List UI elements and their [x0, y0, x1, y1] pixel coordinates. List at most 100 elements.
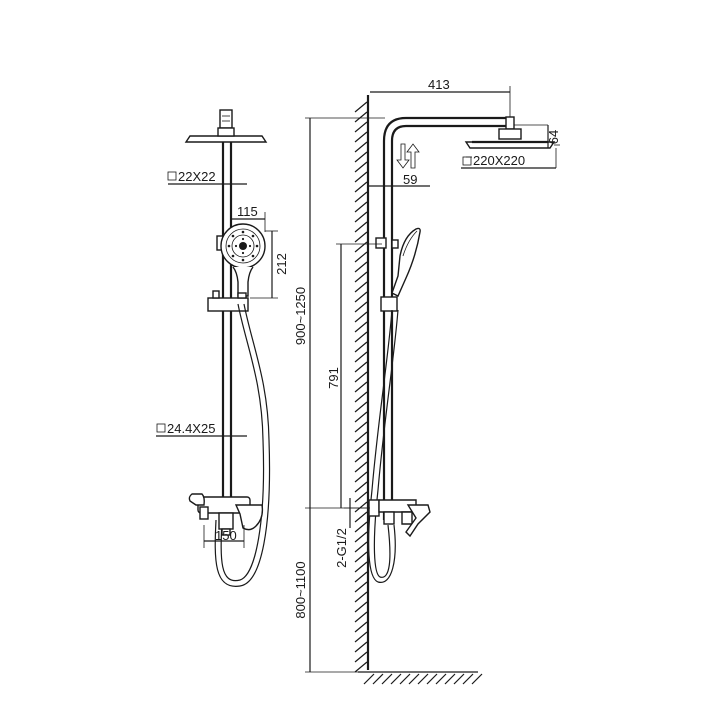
wall-hatch-line: [354, 291, 368, 303]
floor-hatch-line: [435, 673, 447, 685]
rail-section-label: 22X22: [167, 169, 247, 185]
wall-hatch-line: [354, 131, 368, 143]
head-thickness-dim: 64: [546, 130, 561, 144]
wall-hatch-line: [354, 581, 368, 593]
wall-hatch-line: [354, 521, 368, 533]
wall-hatch-line: [354, 661, 368, 673]
wall-hatch-line: [354, 561, 368, 573]
wall-hatch-line: [354, 511, 368, 523]
rain-shower-head-side: [464, 128, 556, 149]
wall-hatch-line: [354, 571, 368, 583]
total-height-dimension: 900~1250: [293, 117, 385, 509]
wall-hatch-line: [354, 451, 368, 463]
wall-hatch-line: [354, 401, 368, 413]
wall-hatch-line: [354, 371, 368, 383]
floor-hatch-line: [462, 673, 474, 685]
floor-hatch-line: [417, 673, 429, 685]
wall-hatch-line: [354, 461, 368, 473]
wall-hatch-line: [354, 431, 368, 443]
hand-shower-front: [216, 223, 266, 297]
mixer-front: [188, 493, 264, 536]
wall-hatch-line: [354, 531, 368, 543]
head-size-dim: 220X220: [473, 153, 525, 168]
hose-front: [214, 303, 271, 587]
wall-hatch-line: [354, 321, 368, 333]
mixer-side: [368, 499, 431, 538]
wall-hatch-line: [354, 261, 368, 273]
hand-shower-height-dim: 212: [274, 253, 289, 275]
wall-hatch-line: [354, 231, 368, 243]
hand-shower-width-dimension: 115: [230, 204, 266, 232]
riser-section-dim: 24.4X25: [167, 421, 215, 436]
wall-hatch-line: [354, 411, 368, 423]
front-view: 22X22 115: [156, 109, 289, 587]
wall-hatch-line: [354, 331, 368, 343]
slide-holder-front: [207, 290, 249, 312]
arm-length-dim: 413: [428, 77, 450, 92]
side-view: 413 64 220X220: [293, 77, 561, 685]
slide-holder-side: [380, 296, 398, 312]
hand-shower-height-dimension: 212: [250, 230, 289, 299]
riser-section-label: 24.4X25: [156, 421, 247, 437]
wall-hatch-line: [354, 351, 368, 363]
floor-to-mixer-dim: 800~1100: [293, 561, 308, 618]
floor-hatch-line: [453, 673, 465, 685]
wall-hatch-line: [354, 361, 368, 373]
wall-hatch-line: [354, 381, 368, 393]
wall-hatch-line: [354, 621, 368, 633]
wall-hatch-line: [354, 171, 368, 183]
floor-hatch-line: [399, 673, 411, 685]
head-size-label: 220X220: [461, 148, 557, 169]
slide-offset-dim: 59: [403, 172, 417, 187]
floor-hatch-line: [444, 673, 456, 685]
wall-hatch-line: [354, 421, 368, 433]
floor-hatch-line: [426, 673, 438, 685]
wall-hatch-line: [354, 211, 368, 223]
slide-offset-dimension: 59: [368, 172, 430, 192]
floor-to-mixer-dimension: 800~1100: [293, 508, 360, 673]
wall-hatch-line: [354, 501, 368, 513]
total-height-dim: 900~1250: [293, 287, 308, 345]
wall-hatch-line: [354, 341, 368, 353]
wall-hatch-line: [354, 111, 368, 123]
floor-hatch-line: [363, 673, 375, 685]
wall-hatch-line: [354, 271, 368, 283]
floor-hatch-line: [471, 673, 483, 685]
wall-hatch-line: [354, 631, 368, 643]
inlet-thread-dimension: 2-G1/2: [334, 498, 368, 568]
wall-hatch-line: [354, 491, 368, 503]
mixer-width-dim: 150: [215, 528, 237, 543]
wall-hatch-line: [354, 221, 368, 233]
hand-shower-side: [375, 227, 421, 297]
hose-side: [368, 309, 399, 583]
arm-length-dimension: 413: [370, 77, 511, 118]
hand-shower-width-dim: 115: [237, 204, 258, 219]
wall-hatch-line: [354, 251, 368, 263]
wall-hatch-line: [354, 481, 368, 493]
wall-hatch-line: [354, 311, 368, 323]
wall-hatch-line: [354, 441, 368, 453]
slide-adjust-arrows-icon: [396, 143, 420, 169]
mixer-to-holder-dimension: 791: [326, 243, 382, 508]
wall-hatch-line: [354, 611, 368, 623]
wall-hatch-line: [354, 471, 368, 483]
mixer-to-holder-dim: 791: [326, 367, 341, 389]
wall-hatch-line: [354, 151, 368, 163]
wall-hatch-line: [354, 551, 368, 563]
wall-hatch-line: [354, 141, 368, 153]
wall-hatch-line: [354, 241, 368, 253]
wall-hatch-line: [354, 101, 368, 113]
wall-hatch-line: [354, 161, 368, 173]
wall-hatch-line: [354, 641, 368, 653]
shower-rail-front: [221, 142, 233, 505]
wall-hatch-line: [354, 651, 368, 663]
wall-hatch-line: [354, 591, 368, 603]
inlet-thread-dim: 2-G1/2: [334, 528, 349, 568]
wall-hatch-line: [354, 191, 368, 203]
floor-hatch-line: [381, 673, 393, 685]
wall-hatch-line: [354, 201, 368, 213]
wall-hatch-line: [354, 281, 368, 293]
rail-section-dim: 22X22: [178, 169, 216, 184]
wall-hatch-line: [354, 301, 368, 313]
